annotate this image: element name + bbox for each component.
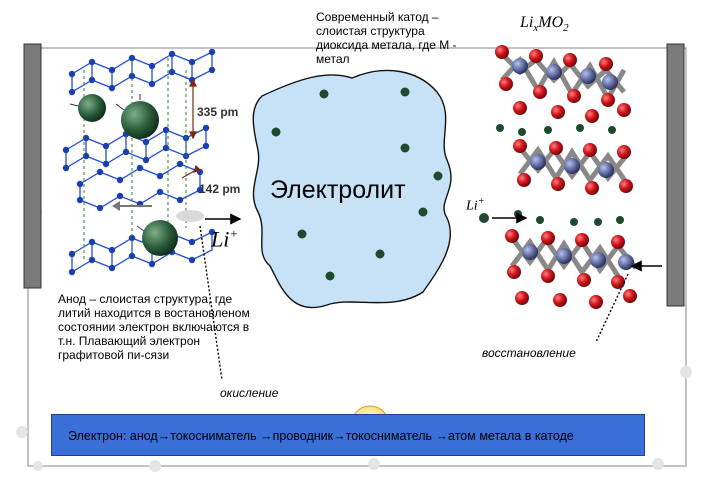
formula-x: x: [533, 22, 539, 35]
bond-length-label: 142 pm: [199, 182, 241, 196]
cathode-electrode: [666, 43, 685, 307]
lithium-atoms-anode: [69, 94, 178, 256]
anode-electrode: [23, 43, 42, 289]
electrolyte-region: [252, 69, 452, 309]
li-symbol: Li: [211, 226, 230, 252]
cathode-layer-middle: [513, 139, 633, 195]
cathode-layer-top: [495, 45, 631, 123]
oxidation-label: окисление: [220, 386, 279, 400]
cathode-crystal: [495, 45, 638, 309]
electron-flow-text: Электрон: анод→токосниматель →проводник→…: [68, 429, 574, 443]
formula-li: Li: [520, 14, 534, 31]
cathode-formula: LixMO2: [520, 14, 569, 34]
dimension-arrows: [181, 78, 202, 179]
li-charge: +: [229, 226, 239, 241]
graphite-atoms: [62, 48, 216, 276]
electrolyte-ions: [271, 87, 443, 281]
interlayer-distance-label: 335 pm: [197, 105, 239, 119]
cathode-arrows: [479, 212, 662, 272]
electron-flow-bar: [51, 414, 645, 456]
anode-description: Анод – слоистая структура, где литий нах…: [58, 292, 250, 362]
li-ion-label-anode: Li+: [211, 226, 238, 252]
reduction-label: восстановление: [482, 346, 576, 360]
reduction-pointer: [595, 273, 629, 343]
cathode-description: Современный катод – слоистая структура д…: [316, 10, 457, 66]
formula-mo: MO: [538, 14, 564, 31]
anode-arrows: [112, 201, 242, 225]
li-ion-label-cathode: Li+: [466, 196, 484, 215]
li-charge: +: [477, 196, 485, 207]
li-symbol: Li: [466, 198, 478, 214]
cathode-li-row-1: [496, 124, 616, 136]
cathode-layer-bottom: [505, 229, 638, 309]
cathode-li-row-2: [514, 210, 624, 226]
oxidation-pointer: [199, 225, 223, 381]
formula-two: 2: [563, 22, 569, 35]
electrolyte-label: Электролит: [270, 176, 406, 204]
